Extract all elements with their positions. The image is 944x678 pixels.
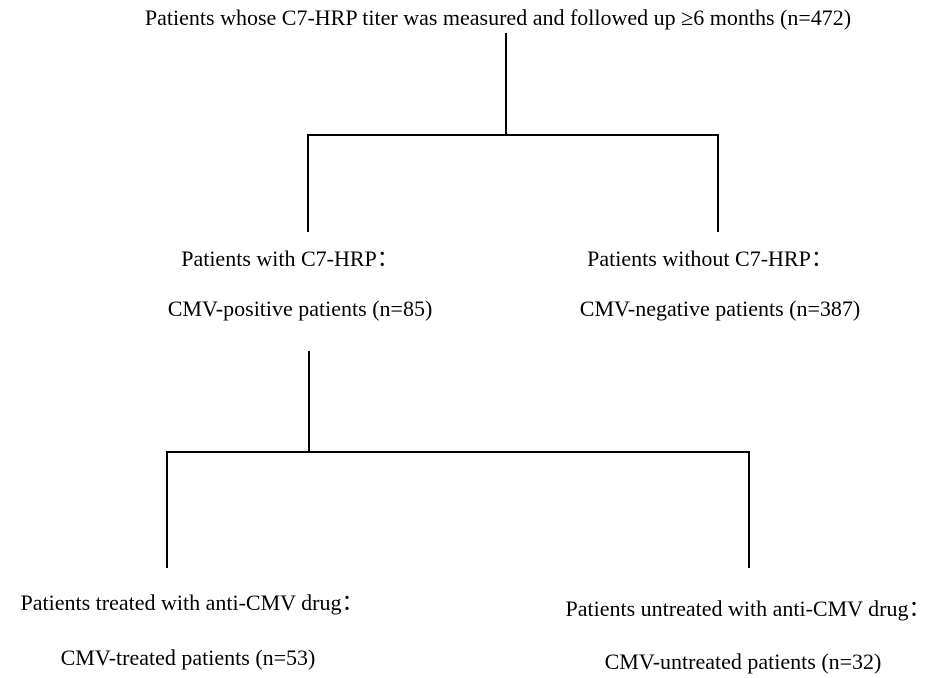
level2-right-drop-line (717, 134, 719, 232)
cmv-untreated-node-title: Patients untreated with anti-CMV drug： (565, 596, 931, 621)
cmv-negative-node-title: Patients without C7-HRP： (587, 246, 833, 271)
cmv-negative-node-count: CMV-negative patients (n=387) (579, 296, 861, 321)
cmv-positive-node-count: CMV-positive patients (n=85) (167, 296, 433, 321)
cmv-treated-node-title: Patients treated with anti-CMV drug： (20, 590, 364, 615)
level2-crossbar-line (307, 134, 719, 136)
cmv-untreated-node-count: CMV-untreated patients (n=32) (604, 649, 882, 674)
root-node-label: Patients whose C7-HRP titer was measured… (144, 5, 852, 30)
cmv-positive-node-title: Patients with C7-HRP： (181, 246, 399, 271)
level3-right-drop-line (748, 451, 750, 568)
level3-left-drop-line (166, 451, 168, 568)
cmv-treated-node-count: CMV-treated patients (n=53) (60, 645, 316, 670)
root-stem-line (505, 33, 507, 135)
level2-left-drop-line (307, 134, 309, 232)
level3-crossbar-line (166, 451, 750, 453)
cmv-positive-stem-line (308, 351, 310, 452)
